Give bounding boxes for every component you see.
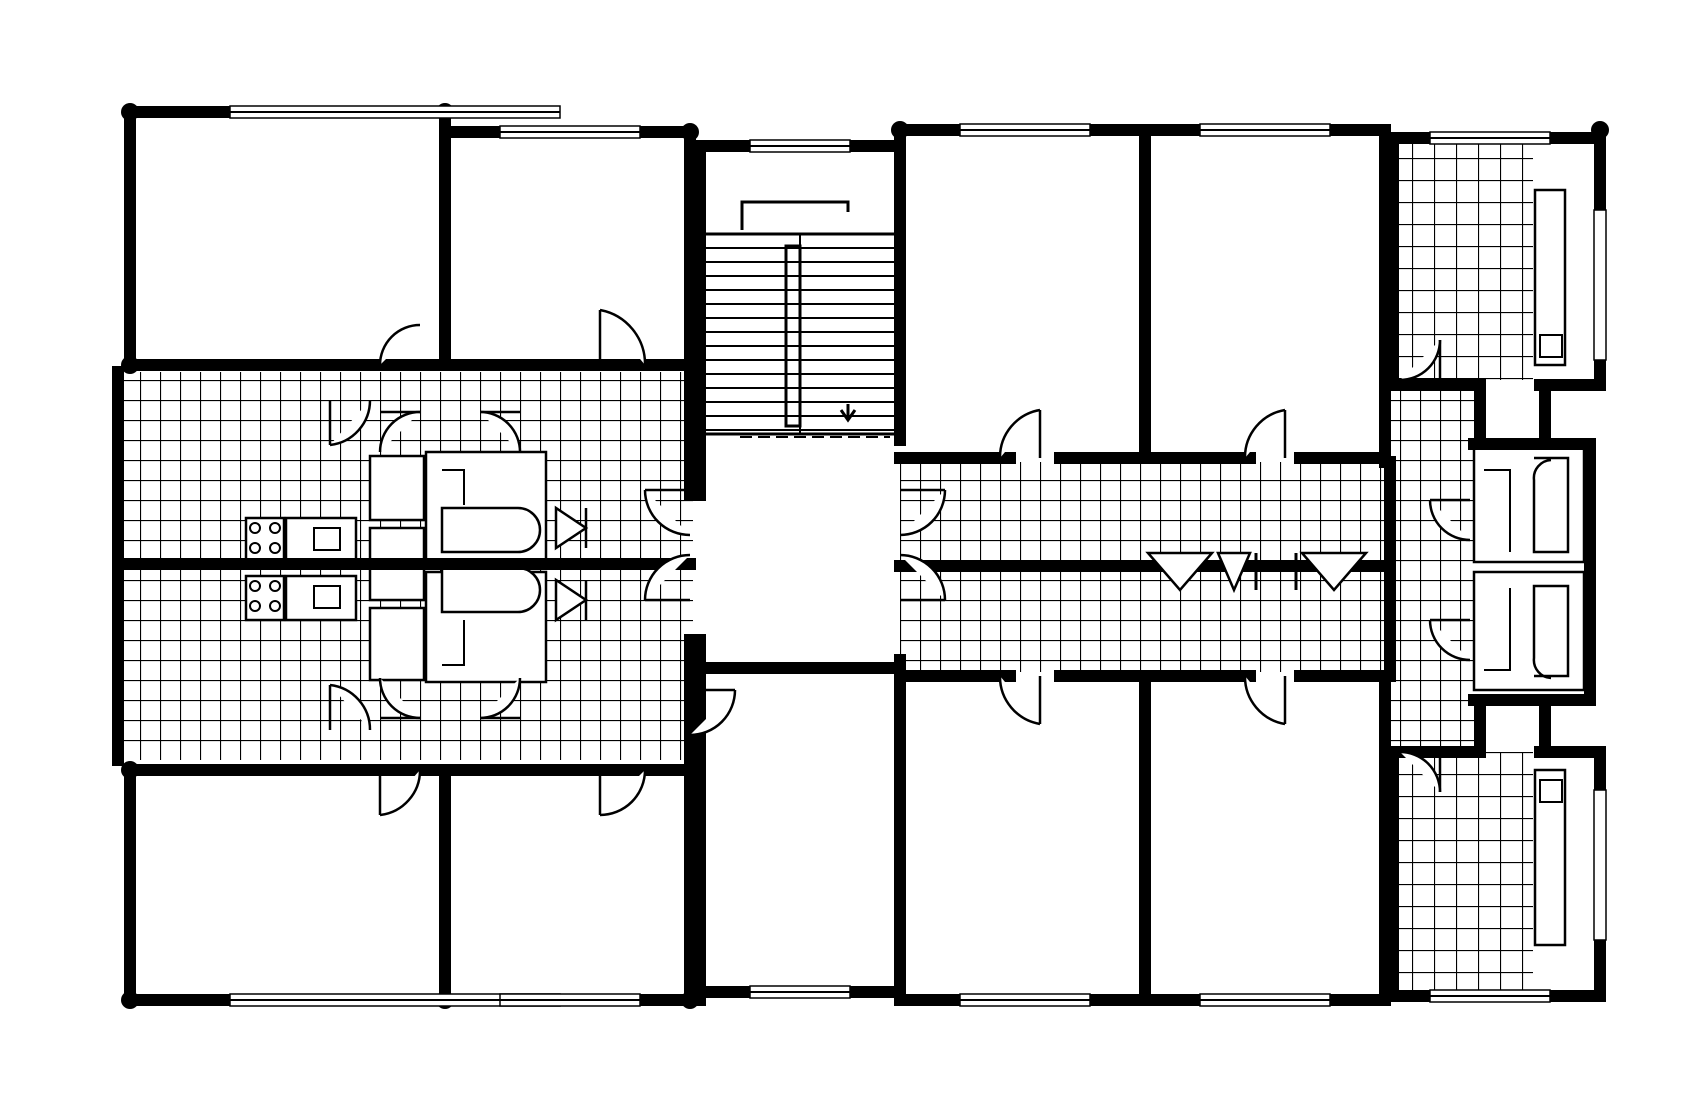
column-knob (121, 761, 139, 779)
right-corridor-upper-tiles (900, 462, 1390, 562)
door-swing-arc (479, 410, 522, 453)
door-swing-arc (1428, 499, 1471, 542)
storage-unit-lower (368, 606, 426, 682)
top-right-kitchen-tiles (1393, 140, 1533, 380)
stair-direction-arrow (839, 404, 857, 423)
sink-lower-icon (284, 574, 358, 622)
toilet-upper-icon (554, 505, 589, 551)
walls (112, 103, 1609, 1009)
sink-upper-icon (284, 516, 358, 564)
door-swing-arc (329, 399, 372, 447)
door-swing-arc (378, 323, 421, 366)
bottom-right-kitchen-tiles (1393, 752, 1533, 992)
window (1593, 209, 1607, 361)
door-swing-arc (1399, 339, 1442, 382)
storage-unit-upper (368, 454, 426, 522)
toilet-lower-icon (554, 577, 589, 623)
burner-icon (249, 600, 261, 612)
column-knob (1591, 121, 1609, 139)
door-swing-arc (998, 408, 1041, 459)
stair-core (698, 150, 902, 670)
column-knob (891, 121, 909, 139)
door-swing-arc (643, 553, 691, 601)
door-swing-arc (599, 769, 647, 817)
door-swing-arc (599, 308, 647, 366)
burner-icon (249, 580, 261, 592)
door-swing-arc (1428, 619, 1471, 662)
column-knob (121, 103, 139, 121)
burner-icon (269, 522, 281, 534)
burner-icon (269, 580, 281, 592)
door-swing-arc (1243, 675, 1286, 726)
burner-icon (249, 542, 261, 554)
door-swing-arc (998, 675, 1041, 726)
bathtub-lower-icon (440, 566, 542, 614)
corridor-cabinets (1145, 551, 1369, 594)
door-swing-arc (329, 683, 372, 731)
door-swing-arc (689, 689, 737, 737)
column-knob (121, 991, 139, 1009)
fixtures (244, 188, 1586, 947)
door-swing-arc (378, 677, 421, 720)
right-corridor-lower-tiles (900, 568, 1390, 672)
right-hall-tiles (1390, 380, 1480, 760)
doors (328, 308, 1471, 817)
door-swing-arc (1399, 750, 1442, 793)
bathtub-right-upper-icon (1532, 456, 1570, 554)
window (1593, 789, 1607, 941)
door-swing-arc (1243, 408, 1286, 459)
column-knob (681, 991, 699, 1009)
bathtub-upper-icon (440, 506, 542, 554)
column-knob (681, 123, 699, 141)
door-swing-arc (643, 489, 691, 537)
burner-icon (249, 522, 261, 534)
stove-upper-icon (244, 516, 286, 564)
door-swing-arc (379, 769, 422, 817)
bathtub-right-lower-icon (1532, 584, 1570, 680)
column-knob (121, 356, 139, 374)
stove-lower-icon (244, 574, 286, 622)
door-swing-arc (899, 553, 947, 601)
door-swing-arc (899, 489, 947, 537)
door-swing-arc (479, 677, 522, 720)
door-swing-arc (378, 410, 421, 453)
windows (229, 105, 1607, 1007)
burner-icon (269, 600, 281, 612)
burner-icon (269, 542, 281, 554)
